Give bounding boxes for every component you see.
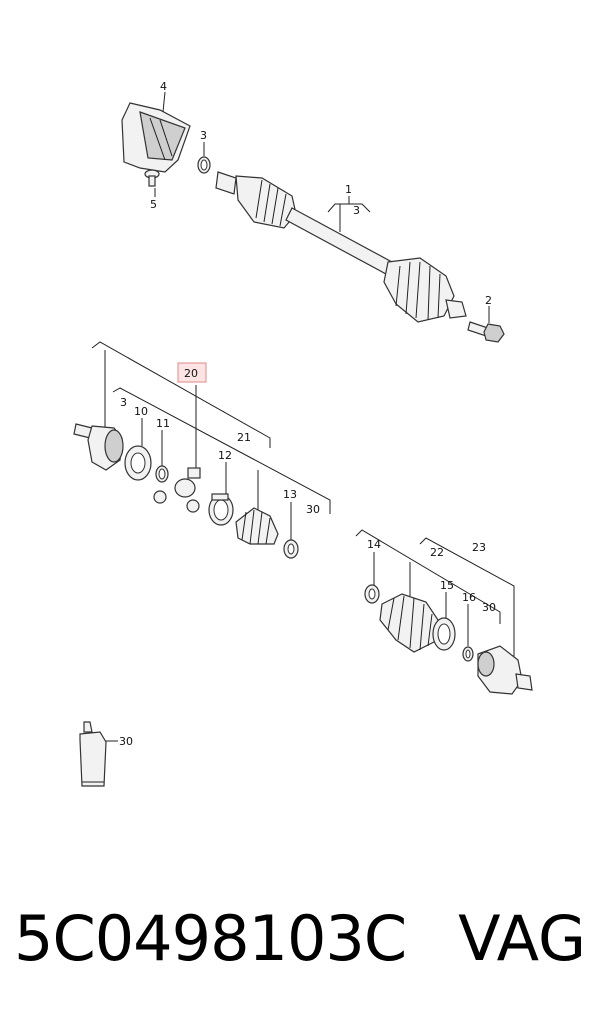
leader-1-bracket [327, 203, 371, 213]
callout-14: 14 [367, 538, 381, 551]
boot-outer [379, 593, 439, 653]
clamp-part-14 [364, 584, 380, 604]
callout-1: 1 [345, 183, 352, 196]
callout-10: 10 [134, 405, 148, 418]
callout-22: 22 [430, 546, 444, 559]
outer-cv-joint [477, 645, 533, 695]
callout-30-kit22: 30 [482, 601, 496, 614]
callout-3-kit: 3 [120, 396, 127, 409]
clamp-part-12 [208, 493, 234, 526]
callout-23: 23 [472, 541, 486, 554]
bolt-part-5 [144, 169, 160, 187]
callout-11: 11 [156, 417, 170, 430]
callout-13: 13 [283, 488, 297, 501]
callout-20: 20 [184, 367, 198, 380]
clamp-part-15 [432, 617, 456, 651]
callout-3-top: 3 [200, 129, 207, 142]
exploded-parts-diagram: 4 5 3 1 3 2 20 21 [73, 80, 533, 787]
callout-4: 4 [160, 80, 167, 93]
bracket-23 [419, 537, 515, 666]
callout-16: 16 [462, 591, 476, 604]
footer: 5C0498103C VAG [0, 880, 600, 1018]
bracket-20 [91, 341, 271, 448]
callout-21: 21 [237, 431, 251, 444]
callout-30-kit21: 30 [306, 503, 320, 516]
drive-shaft-part-1 [215, 171, 467, 323]
tripod-spider [153, 467, 201, 513]
inner-joint-body [73, 423, 124, 471]
brand-label: VAG [458, 902, 586, 975]
callout-12: 12 [218, 449, 232, 462]
clamp-part-13 [283, 539, 299, 559]
callout-2: 2 [485, 294, 492, 307]
leader-4 [162, 91, 166, 113]
heat-shield-bracket-part-4 [121, 102, 191, 173]
bracket-21 [112, 387, 331, 514]
circlip-part-16 [462, 646, 474, 662]
callout-20-highlight [177, 362, 207, 383]
part-number-label: 5C0498103C [14, 902, 407, 975]
callout-3-shaft: 3 [353, 204, 360, 217]
callout-15: 15 [440, 579, 454, 592]
bracket-22 [355, 529, 501, 624]
callout-5: 5 [150, 198, 157, 211]
bolt-part-2 [467, 321, 505, 343]
callout-30-grease: 30 [119, 735, 133, 748]
grease-tube-part-30 [79, 721, 107, 787]
boot-inner [235, 507, 279, 545]
